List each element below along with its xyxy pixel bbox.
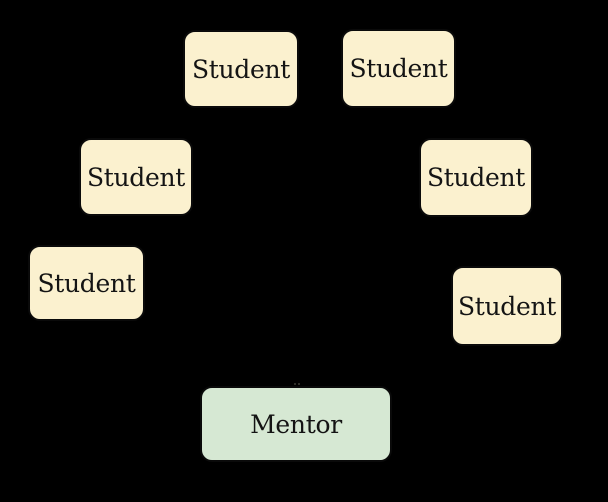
node-student-top-right[interactable]: Student xyxy=(341,29,456,108)
node-label: Student xyxy=(349,54,448,83)
node-label: Student xyxy=(37,268,136,298)
connector-artifact-dot xyxy=(294,383,296,385)
node-label: Mentor xyxy=(250,409,342,439)
node-label: Student xyxy=(191,54,291,84)
node-student-mid-left[interactable]: Student xyxy=(79,138,193,216)
connector-artifact-dot xyxy=(298,383,300,385)
node-label: Student xyxy=(457,291,557,321)
node-label: Student xyxy=(86,162,186,192)
node-student-mid-right[interactable]: Student xyxy=(419,138,533,217)
node-student-lower-left[interactable]: Student xyxy=(28,245,145,321)
node-student-top-left[interactable]: Student xyxy=(183,30,299,108)
node-mentor[interactable]: Mentor xyxy=(200,386,392,462)
node-label: Student xyxy=(426,163,526,192)
node-student-lower-right[interactable]: Student xyxy=(451,266,563,346)
